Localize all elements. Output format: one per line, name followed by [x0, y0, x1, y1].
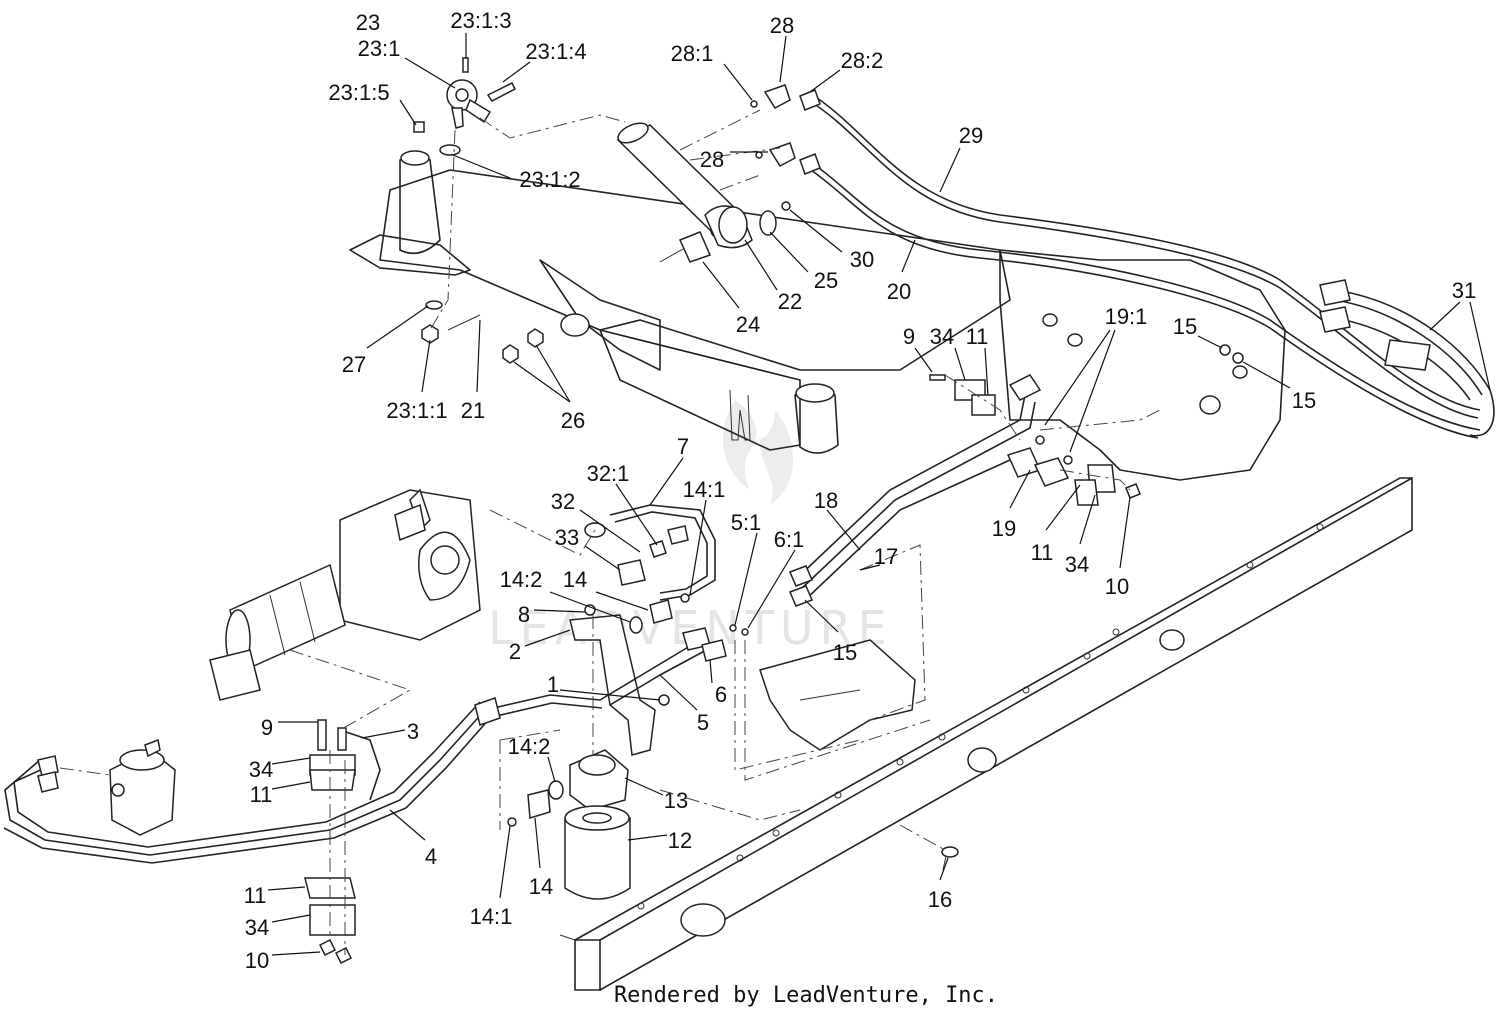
steering-cylinder: [616, 122, 791, 263]
callout-c-9b: 9: [261, 715, 273, 740]
callout-c-6-1: 6:1: [774, 527, 805, 552]
callout-c-30: 30: [850, 247, 874, 272]
callout-c-28-1: 28:1: [671, 41, 714, 66]
callout-c-14-1b: 14:1: [470, 904, 513, 929]
leader-lines: [267, 33, 1491, 956]
callout-c-28b: 28: [700, 147, 724, 172]
callout-c-20: 20: [887, 279, 911, 304]
callout-c-5-1: 5:1: [731, 510, 762, 535]
callout-c-23-1-5: 23:1:5: [328, 80, 389, 105]
callout-c-27: 27: [342, 352, 366, 377]
callout-c-10a: 10: [1105, 574, 1129, 599]
front-axle: [349, 150, 1011, 454]
callout-c-11b: 11: [1031, 540, 1054, 565]
callout-c-12: 12: [668, 828, 692, 853]
callout-c-5: 5: [697, 710, 709, 735]
callout-c-19-1: 19:1: [1105, 304, 1148, 329]
main-frame-rail: [559, 477, 1413, 991]
callout-c-26: 26: [561, 408, 585, 433]
callout-c-14-1a: 14:1: [683, 477, 726, 502]
hoses: [807, 91, 1495, 439]
callout-c-6: 6: [715, 682, 727, 707]
callout-c-25: 25: [814, 268, 838, 293]
filter: [564, 749, 631, 900]
callout-c-3: 3: [407, 719, 419, 744]
callout-c-19: 19: [992, 516, 1016, 541]
callout-c-14a: 14: [563, 567, 587, 592]
callout-c-23-1-1: 23:1:1: [386, 398, 447, 423]
footer-credit: Rendered by LeadVenture, Inc.: [614, 983, 998, 1008]
callout-c-1: 1: [547, 672, 559, 697]
fittings-28: [750, 84, 821, 175]
callout-c-10b: 10: [245, 948, 269, 973]
fittings-14: [507, 593, 690, 827]
callout-c-11c: 11: [250, 782, 273, 807]
callout-c-28: 28: [770, 13, 794, 38]
hydraulic-pump: [209, 488, 481, 701]
callout-c-23-1-3: 23:1:3: [450, 8, 511, 33]
callout-c-23: 23: [356, 10, 380, 35]
callout-c-14b: 14: [529, 874, 553, 899]
lines-4: [3, 694, 603, 864]
watermark: LEADVENTURE: [488, 400, 887, 655]
callout-c-15b: 15: [1292, 388, 1316, 413]
bolt-16: [941, 846, 959, 871]
callout-c-21: 21: [461, 398, 485, 423]
tie-rod-end: [413, 57, 517, 344]
clamp-upper: [929, 344, 1244, 506]
callout-c-15a: 15: [1173, 314, 1197, 339]
callout-c-8: 8: [518, 602, 530, 627]
callout-c-34d: 34: [245, 915, 269, 940]
callout-c-34a: 34: [930, 324, 954, 349]
steering-valve: [109, 738, 176, 836]
lines-17-18: [789, 374, 1073, 607]
callout-c-32-1: 32:1: [587, 461, 630, 486]
callout-c-28-2: 28:2: [841, 48, 884, 73]
assembly-lines: [59, 109, 1161, 955]
callout-c-4: 4: [425, 844, 437, 869]
callout-c-23-1-2: 23:1:2: [519, 167, 580, 192]
callout-c-16: 16: [928, 887, 952, 912]
callout-c-13: 13: [664, 788, 688, 813]
callout-c-23-1: 23:1: [358, 36, 401, 61]
callout-c-33: 33: [555, 525, 579, 550]
callout-c-22: 22: [778, 289, 802, 314]
callout-c-34b: 34: [1065, 552, 1089, 577]
callout-c-18: 18: [814, 488, 838, 513]
callout-c-24: 24: [736, 312, 760, 337]
callout-c-7: 7: [677, 434, 689, 459]
callout-c-9a: 9: [903, 324, 915, 349]
callout-c-14-2b: 14:2: [508, 734, 551, 759]
nuts-26: [502, 328, 544, 364]
callout-c-34c: 34: [249, 757, 273, 782]
callout-c-23-1-4: 23:1:4: [525, 39, 586, 64]
callout-c-2: 2: [509, 639, 521, 664]
callout-c-15c: 15: [833, 640, 857, 665]
callout-c-11d: 11: [244, 883, 267, 908]
callout-c-31: 31: [1452, 278, 1476, 303]
callout-c-32: 32: [551, 489, 575, 514]
callout-c-17: 17: [874, 544, 898, 569]
tube-7: [584, 504, 716, 601]
callout-c-14-2a: 14:2: [500, 567, 543, 592]
callout-c-29: 29: [959, 123, 983, 148]
callout-c-11a: 11: [966, 324, 989, 349]
